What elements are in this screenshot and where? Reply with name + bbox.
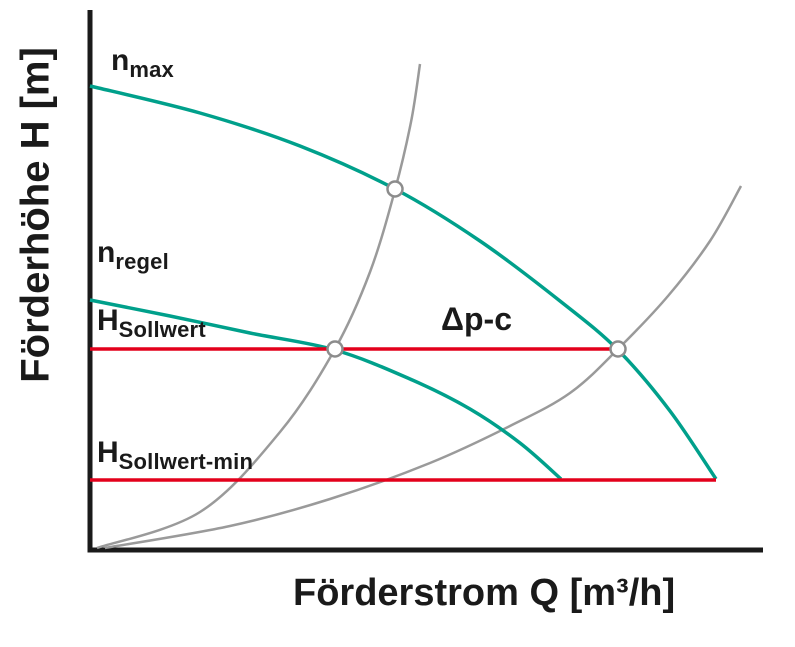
x-axis-label: Förderstrom Q [m³/h] — [293, 572, 676, 614]
curves-layer — [89, 63, 743, 550]
system-curve-flat — [104, 185, 743, 550]
operating-point-setpoint-flat — [609, 340, 627, 358]
label-h-sollwert-base: H — [97, 304, 119, 337]
label-nregel: nregel — [97, 236, 169, 273]
pump-curve-nmax — [89, 84, 718, 480]
label-h-sollwert-min: HSollwert-min — [97, 436, 253, 473]
label-dp-c: Δp-c — [441, 301, 512, 337]
label-h-sollwert-sub: Sollwert — [118, 317, 206, 342]
label-h-sollwert-min-base: H — [97, 436, 119, 469]
operating-point-setpoint-steep — [326, 340, 344, 358]
system-curve-steep — [96, 63, 422, 550]
label-h-sollwert-min-sub: Sollwert-min — [118, 449, 254, 474]
label-nmax: nmax — [111, 44, 174, 81]
operating-point-nmax-steep — [386, 180, 404, 198]
label-nmax-base: n — [111, 44, 130, 77]
y-axis-label: Förderhöhe H [m] — [13, 47, 58, 383]
pump-curve-nregel — [89, 298, 563, 481]
label-nmax-sub: max — [129, 57, 174, 82]
label-nregel-sub: regel — [115, 249, 169, 274]
markers-layer — [326, 180, 627, 358]
label-nregel-base: n — [97, 236, 116, 269]
label-h-sollwert: HSollwert — [97, 304, 206, 341]
